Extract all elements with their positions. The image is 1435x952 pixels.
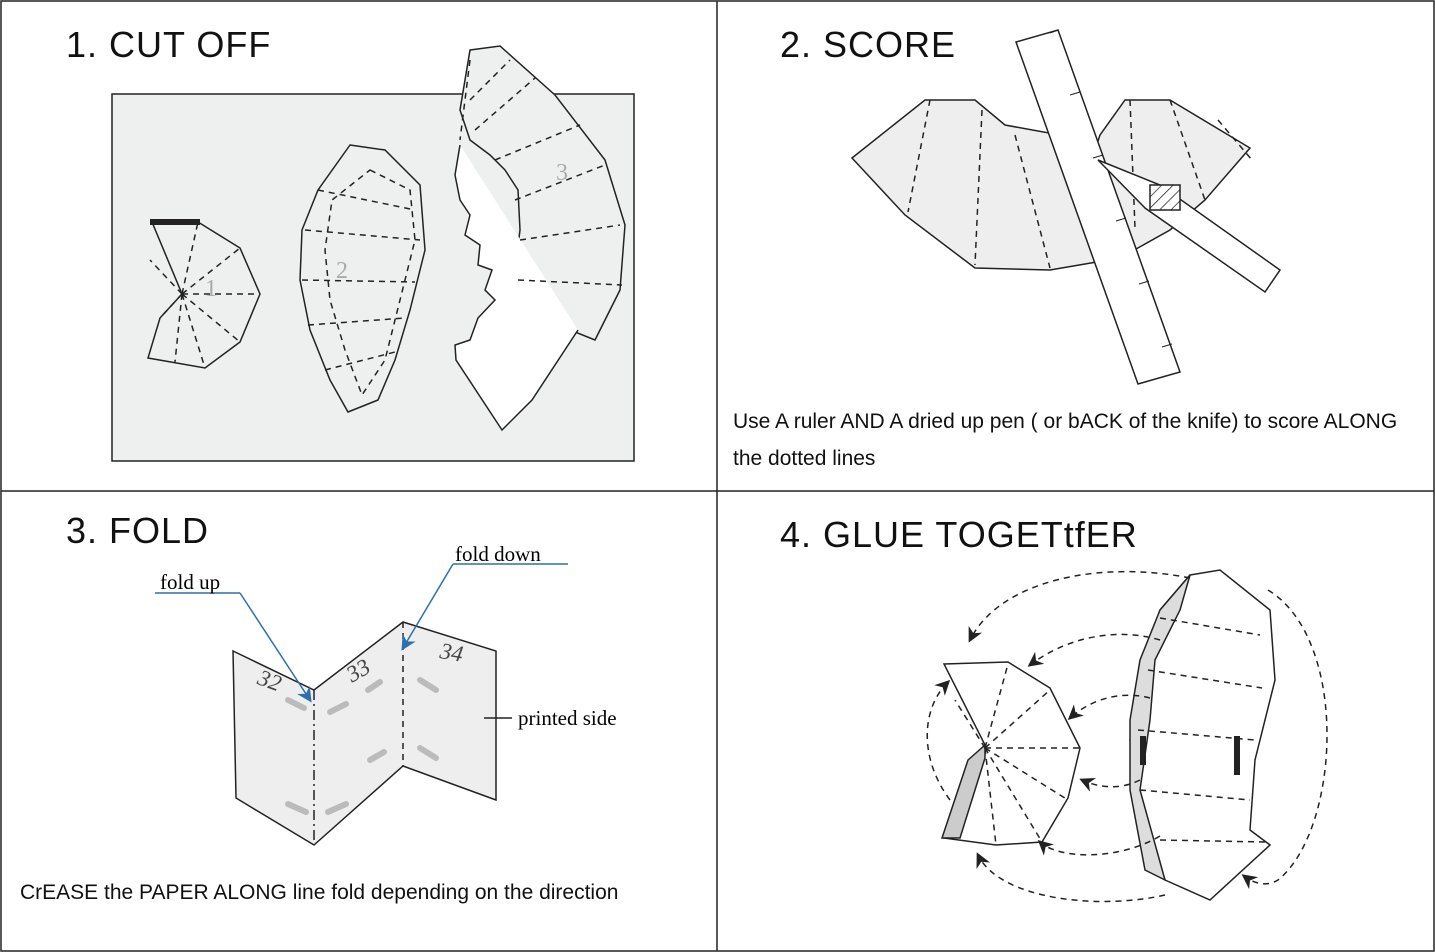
panel-2-title: 2. SCORE	[780, 24, 957, 65]
fold-down-label: fold down	[455, 542, 541, 566]
glue-illustration	[926, 569, 1328, 903]
piece-1-label: 1	[205, 276, 217, 302]
panel-1-title: 1. CUT OFF	[66, 24, 272, 65]
piece-2-label: 2	[336, 258, 348, 284]
ruler-icon	[1015, 29, 1181, 385]
face-number-34: 34	[438, 638, 466, 667]
piece-1-cutout	[147, 219, 261, 369]
panel-3-caption: CrEASE the PAPER ALONG line fold dependi…	[20, 881, 619, 904]
glue-arrow-icon	[926, 570, 1328, 903]
panel-3-title: 3. FOLD	[66, 510, 210, 551]
piece-3-label: 3	[556, 160, 568, 186]
panel-2-caption: Use A ruler AND A dried up pen ( or bACK…	[733, 410, 1398, 470]
piece-2-cutout	[299, 144, 426, 413]
piece-3-cutout	[454, 45, 626, 432]
score-illustration	[850, 29, 1282, 385]
fold-illustration	[155, 563, 568, 846]
knife-icon	[1097, 159, 1282, 294]
fold-arrow-icon	[285, 677, 439, 815]
piece-3-scored	[850, 99, 1253, 271]
fold-up-label: fold up	[160, 570, 221, 594]
printed-side-label: printed side	[518, 706, 617, 730]
panel-4-title: 4. GLUE TOGETtfER	[780, 514, 1138, 555]
cut-off-illustration	[111, 45, 635, 462]
